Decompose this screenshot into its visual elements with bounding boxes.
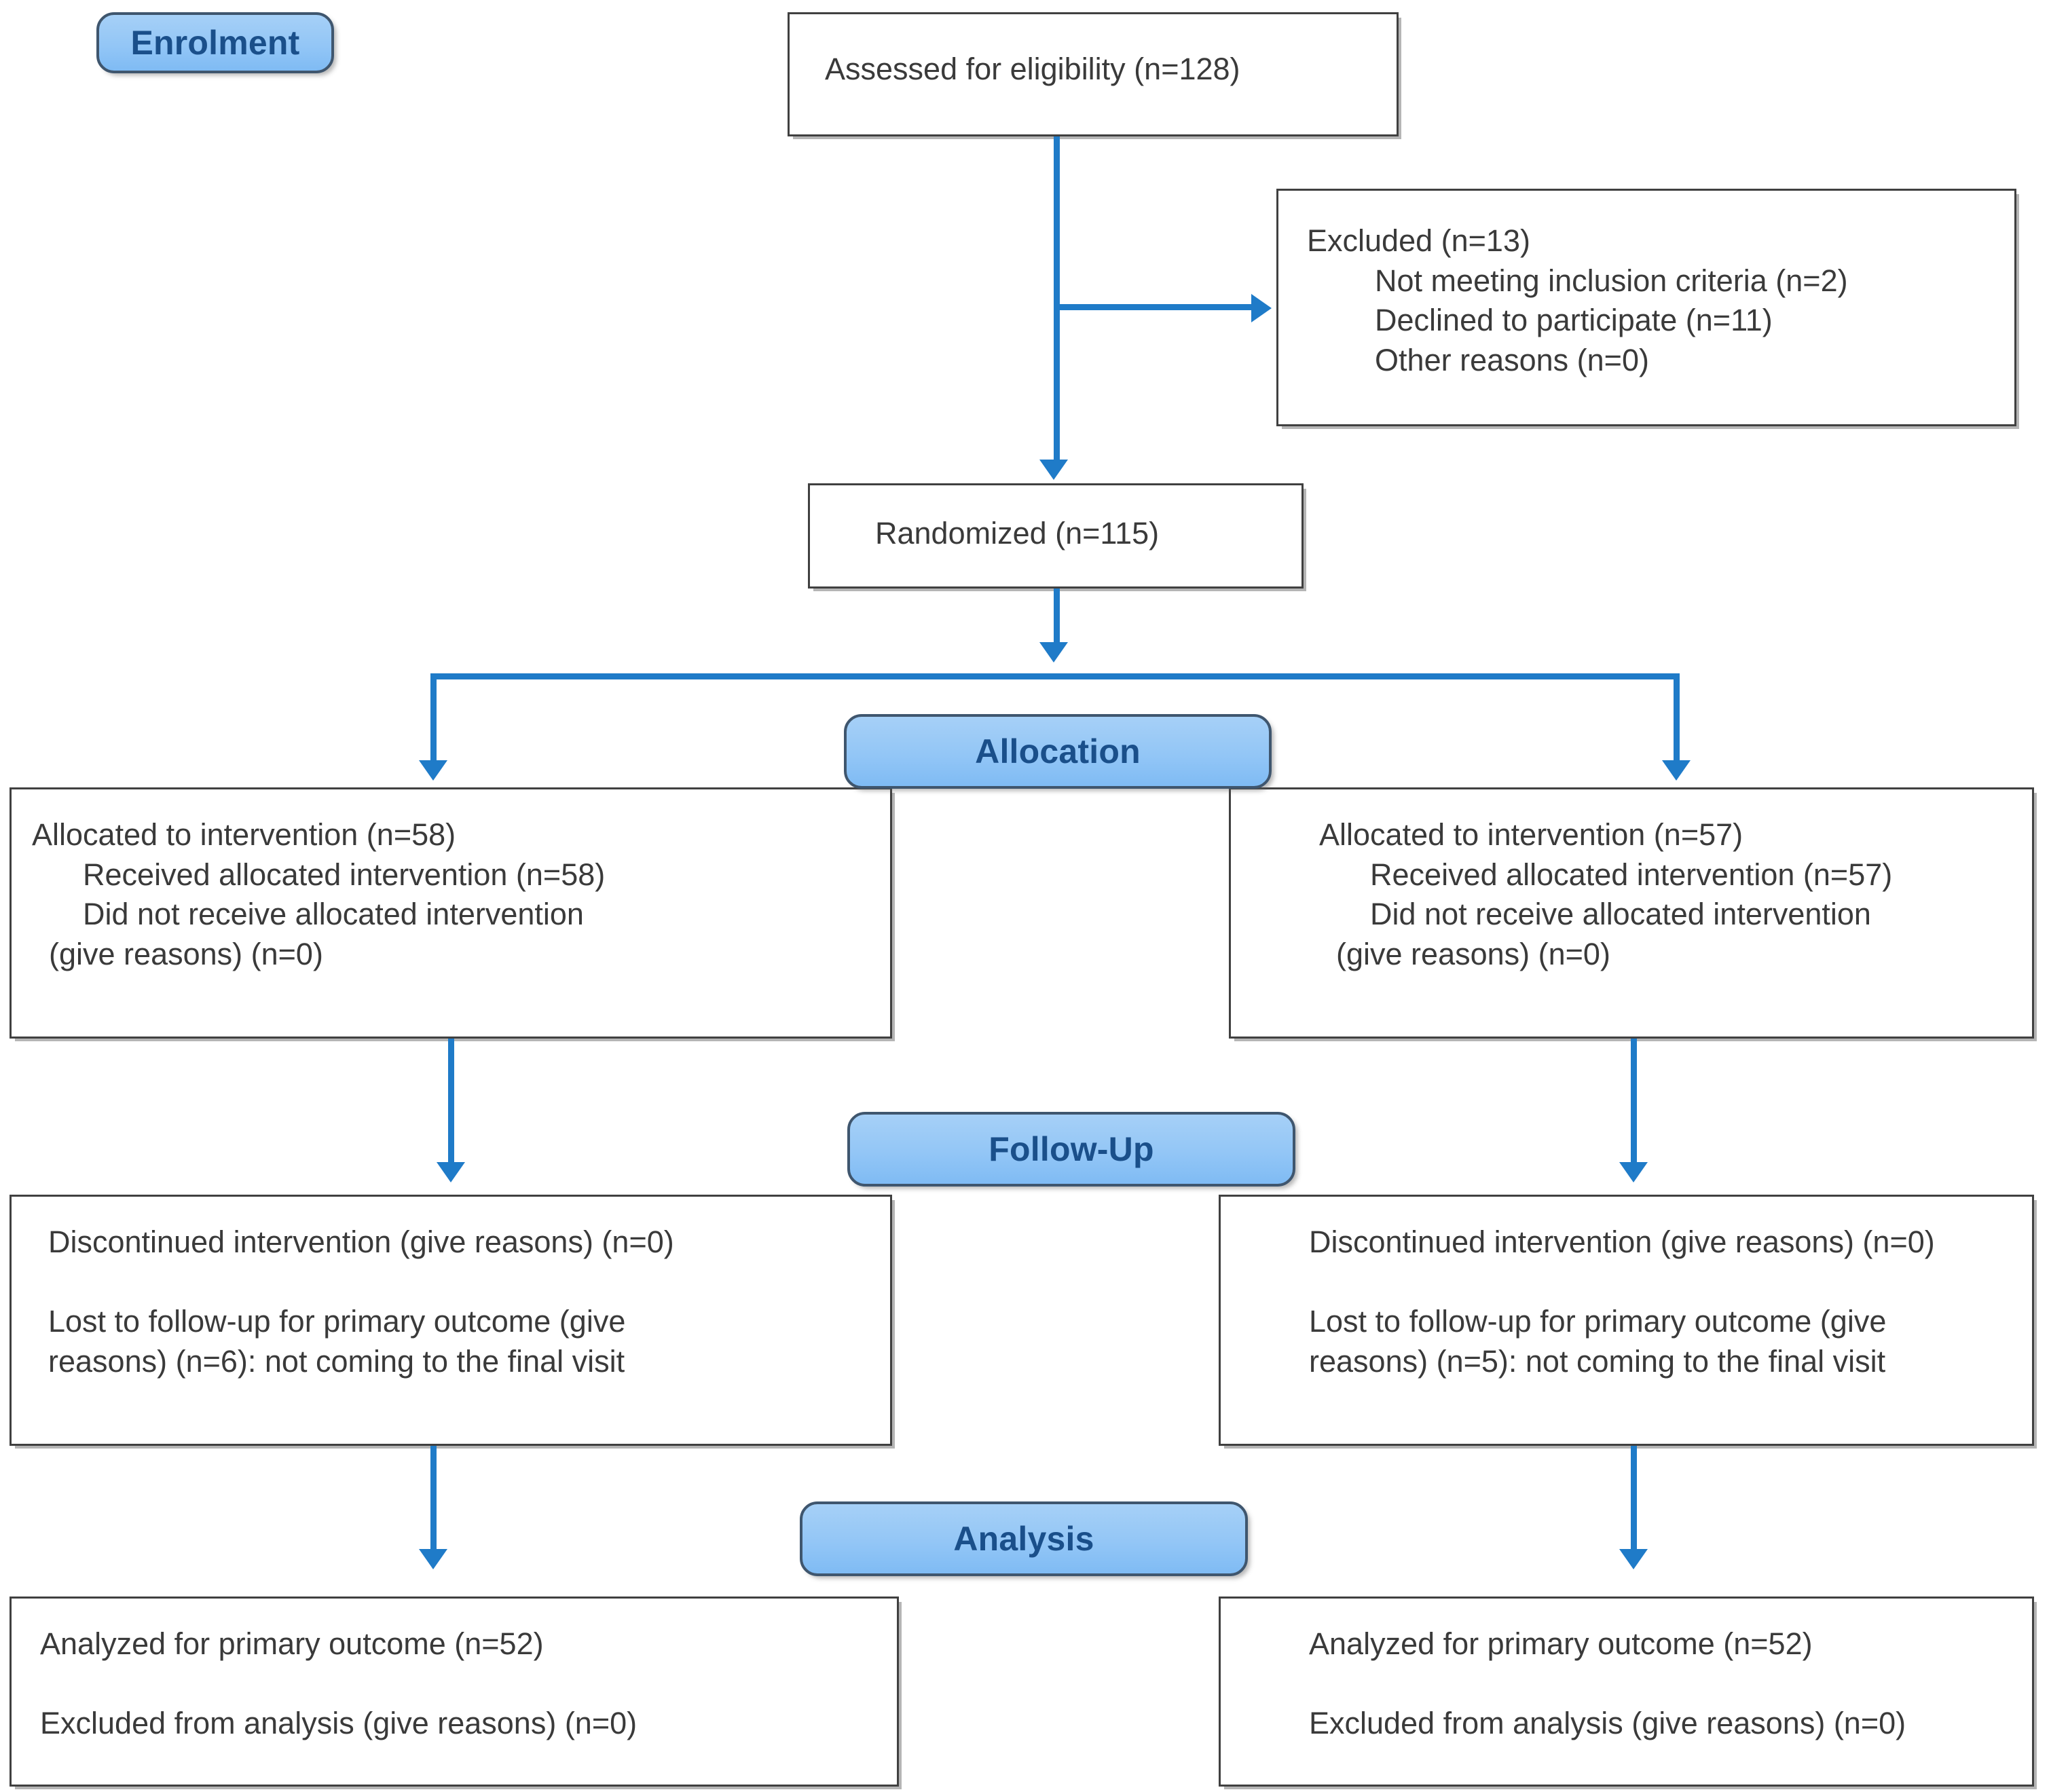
box-assessed-for-eligibility-text: Assessed for eligibility (n=128) [825,52,1240,86]
box-analysis-left: Analyzed for primary outcome (n=52) Excl… [10,1597,899,1787]
connector-split-left-down [430,673,437,765]
arrowhead-followup-right-to-analysis [1619,1549,1648,1569]
arrowhead-alloc-left-to-followup [437,1162,465,1182]
stage-badge-enrolment-label: Enrolment [130,24,300,62]
box-excluded-text: Excluded (n=13) Not meeting inclusion cr… [1307,223,1848,377]
box-allocated-right-text: Allocated to intervention (n=57) Receive… [1319,817,1893,971]
arrowhead-alloc-right-to-followup [1619,1162,1648,1182]
box-followup-left-text: Discontinued intervention (give reasons)… [48,1225,674,1379]
box-assessed-for-eligibility: Assessed for eligibility (n=128) [788,12,1399,136]
box-followup-left: Discontinued intervention (give reasons)… [10,1195,892,1446]
stage-badge-allocation-label: Allocation [975,732,1141,770]
connector-split-bar [430,673,1680,679]
box-randomized-text: Randomized (n=115) [875,516,1160,550]
connector-randomized-down [1054,589,1060,646]
box-analysis-right-text: Analyzed for primary outcome (n=52) Excl… [1309,1626,1906,1740]
stage-badge-analysis-label: Analysis [953,1520,1094,1558]
box-analysis-right: Analyzed for primary outcome (n=52) Excl… [1219,1597,2034,1787]
stage-badge-enrolment: Enrolment [96,12,334,73]
box-followup-right-text: Discontinued intervention (give reasons)… [1309,1225,1935,1379]
arrowhead-to-excluded [1251,294,1272,322]
box-followup-right: Discontinued intervention (give reasons)… [1219,1195,2034,1446]
stage-badge-allocation: Allocation [844,714,1272,789]
connector-to-excluded [1059,304,1256,310]
box-allocated-right: Allocated to intervention (n=57) Receive… [1229,787,2034,1039]
arrowhead-split-left [419,760,447,781]
stage-badge-followup-label: Follow-Up [989,1130,1154,1168]
stage-badge-analysis: Analysis [800,1501,1248,1576]
box-allocated-left: Allocated to intervention (n=58) Receive… [10,787,892,1039]
connector-followup-right-to-analysis [1631,1446,1637,1554]
connector-followup-left-to-analysis [430,1446,437,1554]
arrowhead-followup-left-to-analysis [419,1549,447,1569]
box-randomized: Randomized (n=115) [808,483,1304,589]
arrowhead-assessed-to-randomized [1039,460,1068,480]
arrowhead-randomized-down [1039,642,1068,662]
arrowhead-split-right [1662,760,1691,781]
box-allocated-left-text: Allocated to intervention (n=58) Receive… [32,817,606,971]
box-analysis-left-text: Analyzed for primary outcome (n=52) Excl… [40,1626,638,1740]
connector-assessed-to-randomized [1054,136,1060,464]
connector-split-right-down [1674,673,1680,765]
box-excluded: Excluded (n=13) Not meeting inclusion cr… [1276,189,2016,426]
connector-alloc-right-to-followup [1631,1039,1637,1168]
connector-alloc-left-to-followup [448,1039,454,1168]
stage-badge-followup: Follow-Up [847,1112,1295,1187]
